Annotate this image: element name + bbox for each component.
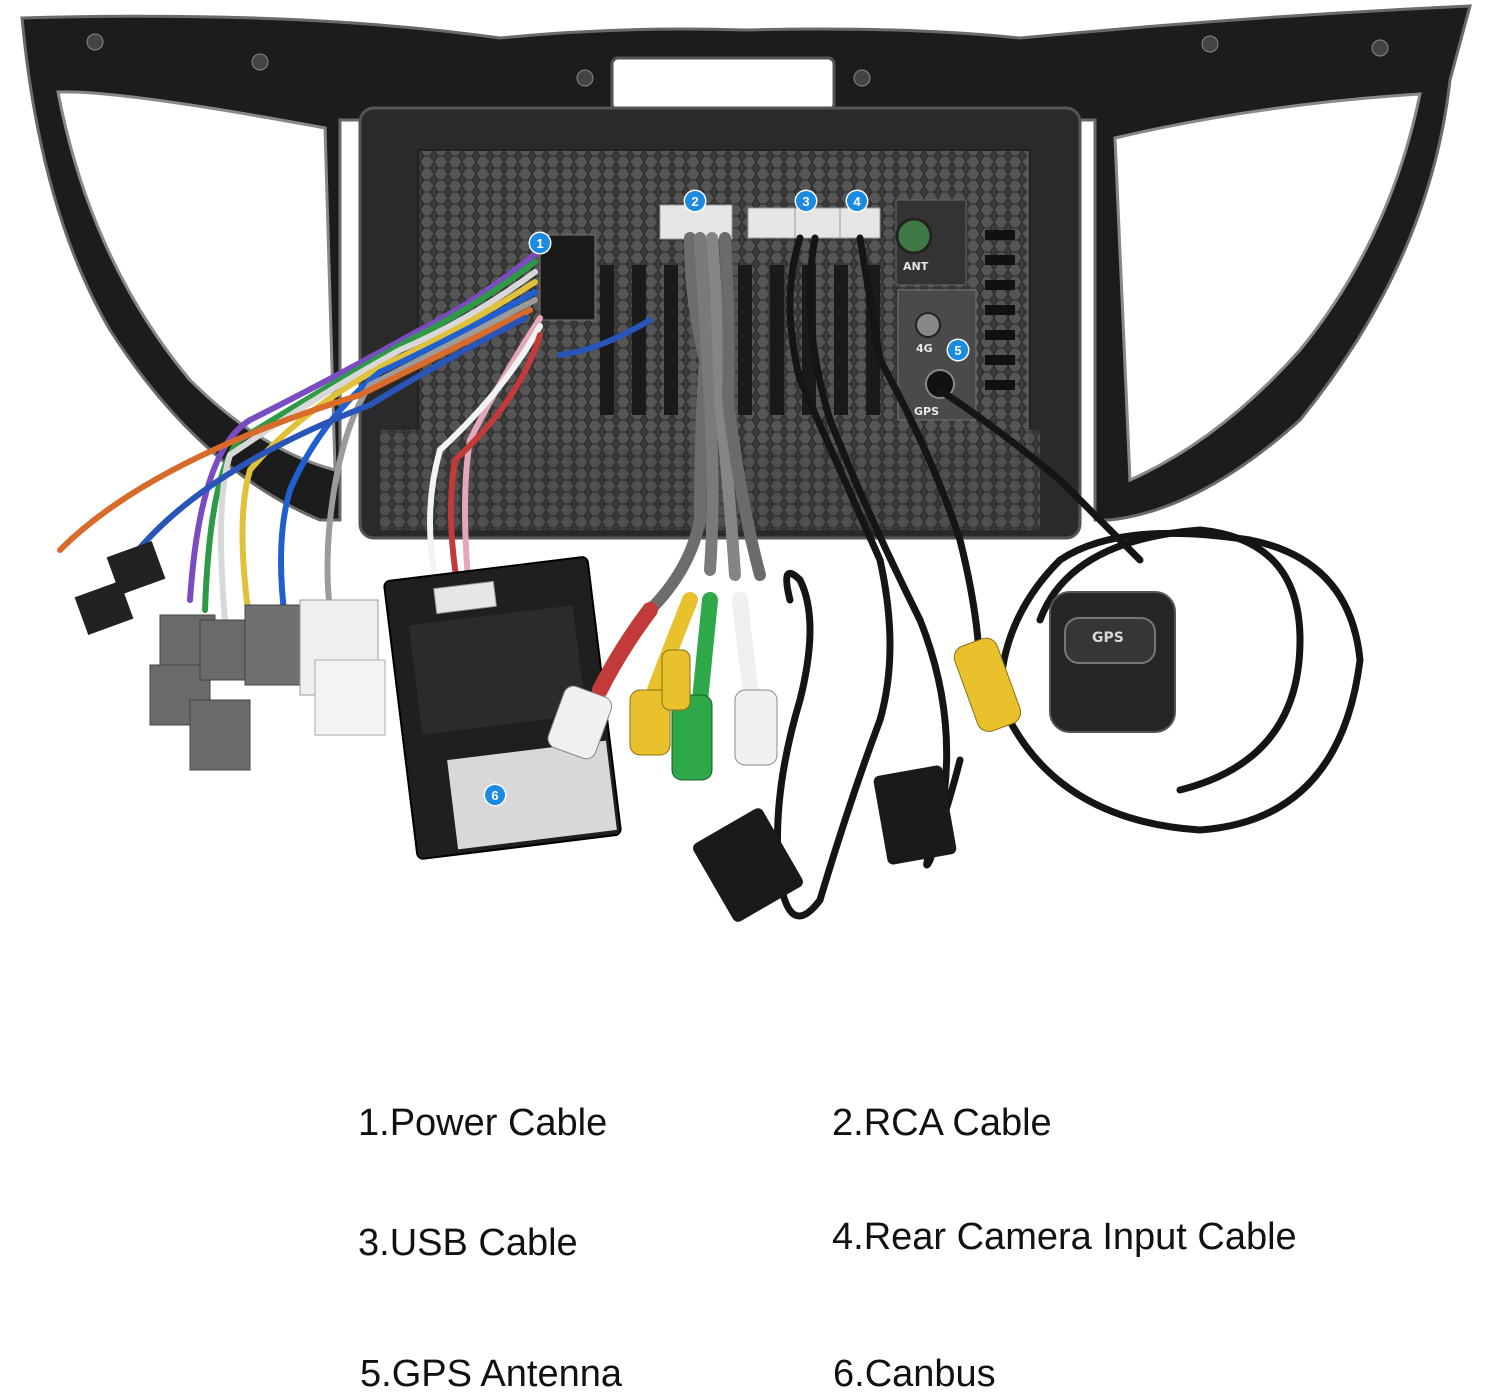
- callout-badge-6: 6: [485, 785, 505, 805]
- callout-badge-4: 4: [847, 191, 867, 211]
- camera-rca-plug: [953, 637, 1022, 732]
- dash-bezel-frame: [20, 4, 1472, 522]
- legend-canbus: 6.Canbus: [833, 1353, 996, 1395]
- power-harness-wires: [57, 247, 653, 628]
- callout-badge-1: 1: [530, 233, 550, 253]
- legend-gps-antenna: 5.GPS Antenna: [360, 1353, 622, 1395]
- legend-power-cable: 1.Power Cable: [358, 1102, 608, 1144]
- product-photo: GPS ANT 4G GPS 1 2 3 4 5 6: [20, 4, 1472, 922]
- callout-badge-2: 2: [685, 191, 705, 211]
- gps-module: [1049, 591, 1176, 733]
- canbus-box: [383, 556, 622, 860]
- callout-badge-5: 5: [948, 340, 968, 360]
- usb-plugs: [693, 765, 957, 922]
- lte-port-label: 4G: [916, 342, 933, 355]
- gps-module-label: GPS: [1092, 630, 1124, 646]
- harness-plugs: [74, 540, 386, 771]
- gps-port-label: GPS: [914, 405, 940, 418]
- rca-cable-bundle: [592, 232, 766, 708]
- legend-usb-cable: 3.USB Cable: [358, 1222, 578, 1264]
- antenna-port-label: ANT: [903, 260, 929, 273]
- legend-rear-camera-cable: 4.Rear Camera Input Cable: [832, 1216, 1297, 1258]
- callout-badge-3: 3: [796, 191, 816, 211]
- legend-rca-cable: 2.RCA Cable: [832, 1102, 1052, 1144]
- rca-plugs: [547, 649, 778, 781]
- usb-camera-cables: [774, 234, 1364, 920]
